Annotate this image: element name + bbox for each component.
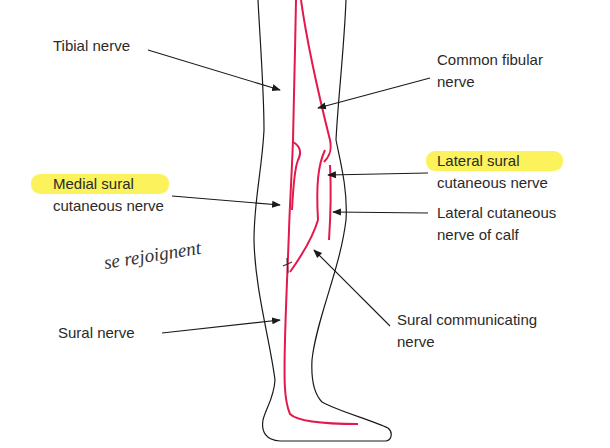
part-label: Common fibular nerve [437,49,577,93]
part-label: Sural nerve [58,322,135,344]
part-label: Tibial nerve [53,35,130,57]
part-label: Medial sural cutaneous nerve [53,173,178,217]
part-label: Lateral cutaneous nerve of calf [437,202,587,246]
lateral-sural-nerve [317,150,325,220]
sural-nerve [285,230,358,424]
sural-communicating-nerve [290,220,318,272]
part-label: Lateral sural cutaneous nerve [437,150,572,194]
lateral-cutaneous-calf [329,165,331,240]
part-label: Sural communicating nerve [397,309,577,353]
common-fibular-nerve [301,0,331,162]
medial-sural-nerve [292,142,300,210]
leg-outline [254,0,391,441]
leader-lines [148,50,430,333]
handwritten-note: se rejoignent [102,237,202,274]
hand-mark [283,258,292,273]
